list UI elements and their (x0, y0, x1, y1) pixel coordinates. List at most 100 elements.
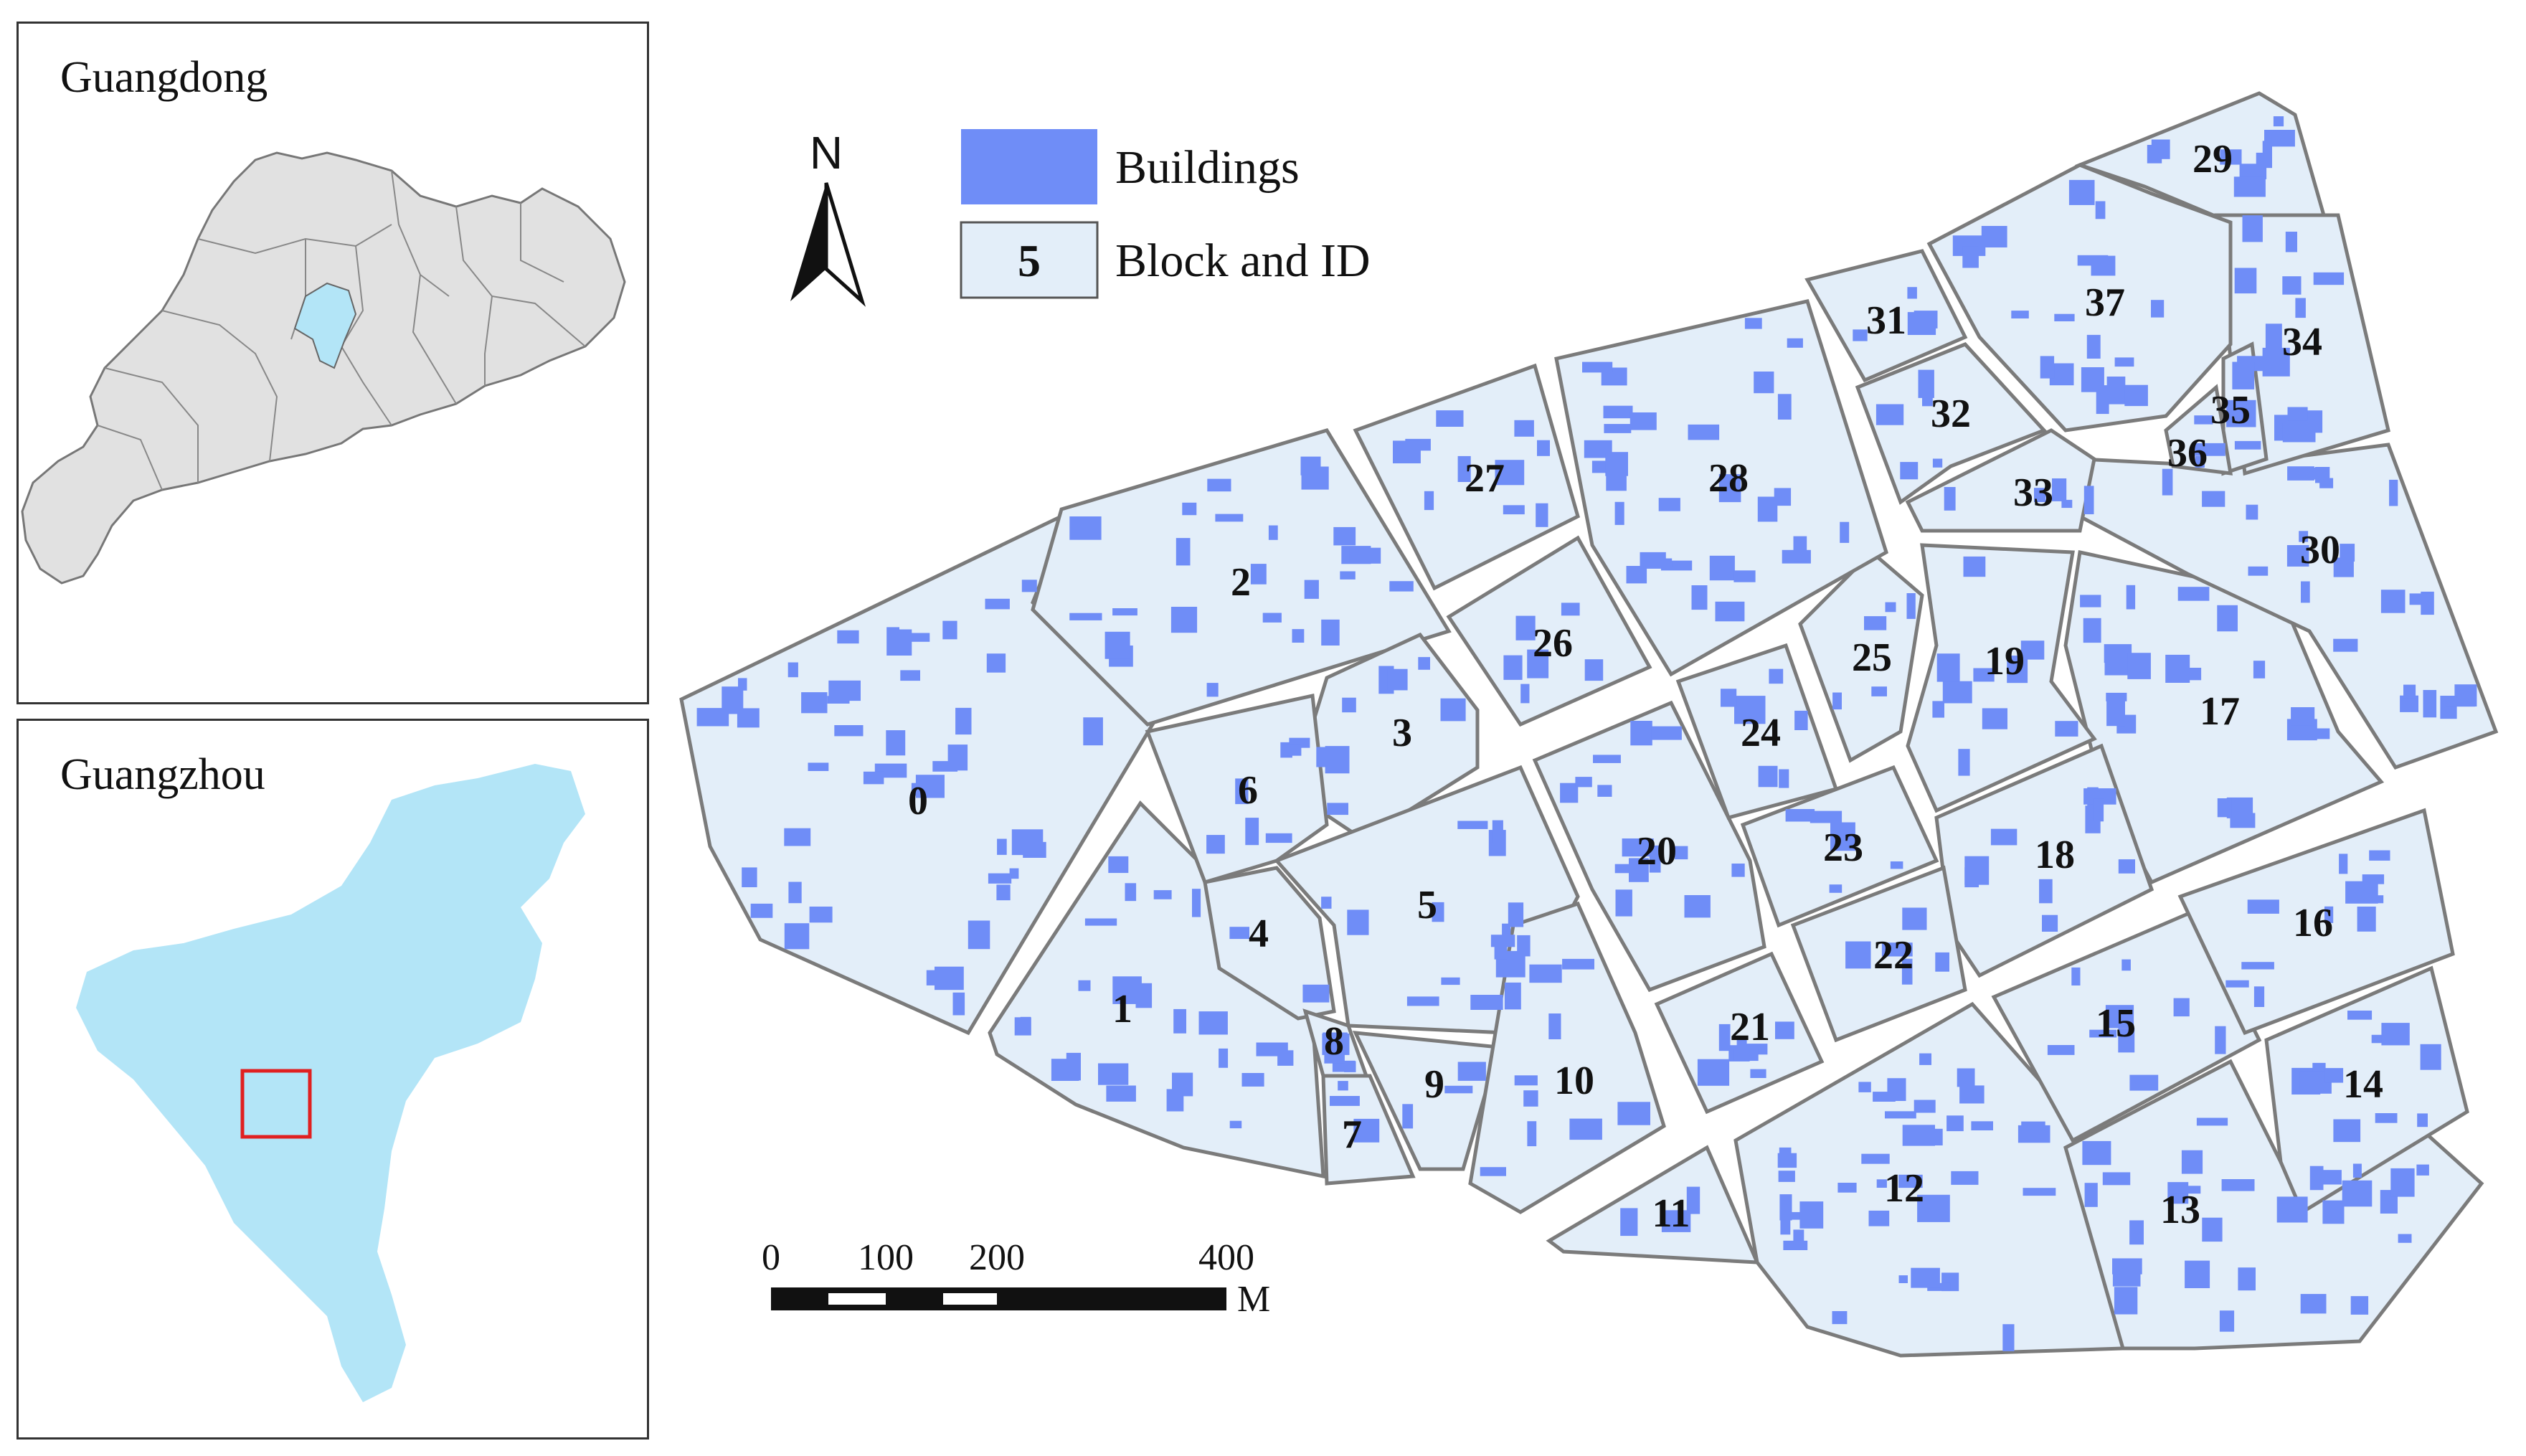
block-label: 36 (2167, 431, 2208, 476)
building-footprint (1900, 462, 1919, 480)
building-footprint (1470, 995, 1503, 1010)
building-footprint (2083, 486, 2094, 514)
building-footprint (2034, 488, 2046, 502)
building-footprint (1593, 755, 1621, 763)
building-footprint (1793, 1229, 1804, 1244)
building-footprint (1718, 474, 1741, 503)
building-footprint (1614, 501, 1624, 525)
block-label: 33 (2013, 471, 2053, 515)
building-footprint (1508, 902, 1524, 927)
building-footprint (1731, 864, 1745, 877)
building-footprint (828, 680, 861, 701)
building-footprint (784, 828, 811, 846)
building-footprint (2242, 215, 2263, 242)
building-footprint (1914, 1100, 1936, 1113)
block-label: 20 (1637, 829, 1677, 874)
building-footprint (2282, 422, 2316, 443)
building-footprint (2247, 899, 2279, 914)
block-label: 12 (1884, 1166, 1924, 1211)
building-footprint (1527, 1121, 1537, 1147)
building-footprint (2357, 907, 2376, 932)
building-footprint (2445, 697, 2475, 707)
building-footprint (1832, 692, 1842, 710)
building-footprint (2055, 721, 2078, 737)
building-footprint (2400, 695, 2418, 712)
block-label: 19 (1985, 639, 2025, 684)
building-footprint (1837, 1183, 1857, 1193)
guangdong-province-map (21, 151, 626, 585)
building-footprint (1684, 895, 1711, 918)
block-12 (1733, 1001, 2126, 1358)
building-footprint (1911, 1267, 1940, 1288)
building-footprint (2390, 1168, 2415, 1197)
building-footprint (1629, 412, 1657, 430)
building-footprint (742, 867, 757, 887)
building-footprint (1324, 1054, 1345, 1064)
building-footprint (2403, 684, 2416, 699)
building-footprint (2127, 653, 2151, 679)
building-footprint (1775, 1021, 1794, 1039)
block-label: 31 (1866, 298, 1906, 343)
building-footprint (2104, 660, 2130, 676)
building-footprint (1942, 681, 1972, 704)
building-footprint (1490, 935, 1515, 947)
building-footprint (1340, 571, 1356, 580)
building-footprint (2217, 798, 2232, 818)
building-footprint (1914, 311, 1938, 328)
building-footprint (1606, 470, 1627, 491)
building-footprint (2039, 879, 2053, 904)
building-footprint (1652, 558, 1673, 568)
building-footprint (2007, 656, 2028, 684)
scale-unit: M (1237, 1279, 1270, 1320)
building-footprint (1536, 503, 1548, 527)
building-footprint (1785, 809, 1815, 822)
building-footprint (2202, 1217, 2223, 1242)
building-footprint (2081, 367, 2104, 392)
scale-tick-100: 100 (858, 1237, 914, 1278)
building-footprint (1603, 405, 1633, 419)
building-footprint (2296, 467, 2325, 480)
building-footprint (1898, 1275, 1908, 1283)
building-footprint (1503, 505, 1525, 515)
building-footprint (1444, 1085, 1473, 1094)
building-footprint (886, 627, 899, 656)
building-footprint (2042, 914, 2058, 932)
building-footprint (1292, 629, 1305, 643)
building-footprint (2322, 1200, 2345, 1224)
building-footprint (1793, 536, 1807, 562)
building-footprint (2350, 1296, 2369, 1315)
building-footprint (2215, 1026, 2226, 1054)
building-footprint (808, 762, 829, 771)
building-footprint (1829, 884, 1843, 893)
building-footprint (1845, 941, 1871, 969)
building-footprint (1832, 1311, 1848, 1325)
building-footprint (1932, 458, 1943, 468)
building-footprint (1503, 655, 1523, 680)
building-footprint (2023, 1188, 2056, 1196)
building-footprint (1215, 514, 1244, 522)
building-footprint (1321, 619, 1340, 646)
building-footprint (1982, 708, 2007, 729)
building-footprint (2417, 1113, 2428, 1128)
building-footprint (2068, 179, 2095, 205)
building-footprint (1256, 1042, 1288, 1056)
building-footprint (1198, 1011, 1228, 1035)
building-footprint (1457, 455, 1471, 482)
block-label: 34 (2282, 320, 2322, 364)
building-footprint (2165, 654, 2190, 683)
block-label: 18 (2035, 833, 2075, 877)
building-footprint (1353, 1118, 1380, 1143)
building-footprint (1787, 338, 1803, 348)
building-footprint (2324, 1068, 2344, 1083)
building-footprint (1964, 867, 1979, 888)
building-footprint (2285, 232, 2297, 252)
building-footprint (2047, 1045, 2075, 1055)
block-label: 26 (1533, 621, 1573, 666)
building-footprint (1440, 698, 1466, 722)
building-footprint (1332, 1060, 1356, 1072)
building-footprint (2105, 1005, 2134, 1029)
building-footprint (1301, 466, 1329, 490)
north-arrow-icon-right (824, 182, 866, 307)
building-footprint (1951, 1171, 1979, 1185)
building-footprint (1517, 935, 1531, 957)
